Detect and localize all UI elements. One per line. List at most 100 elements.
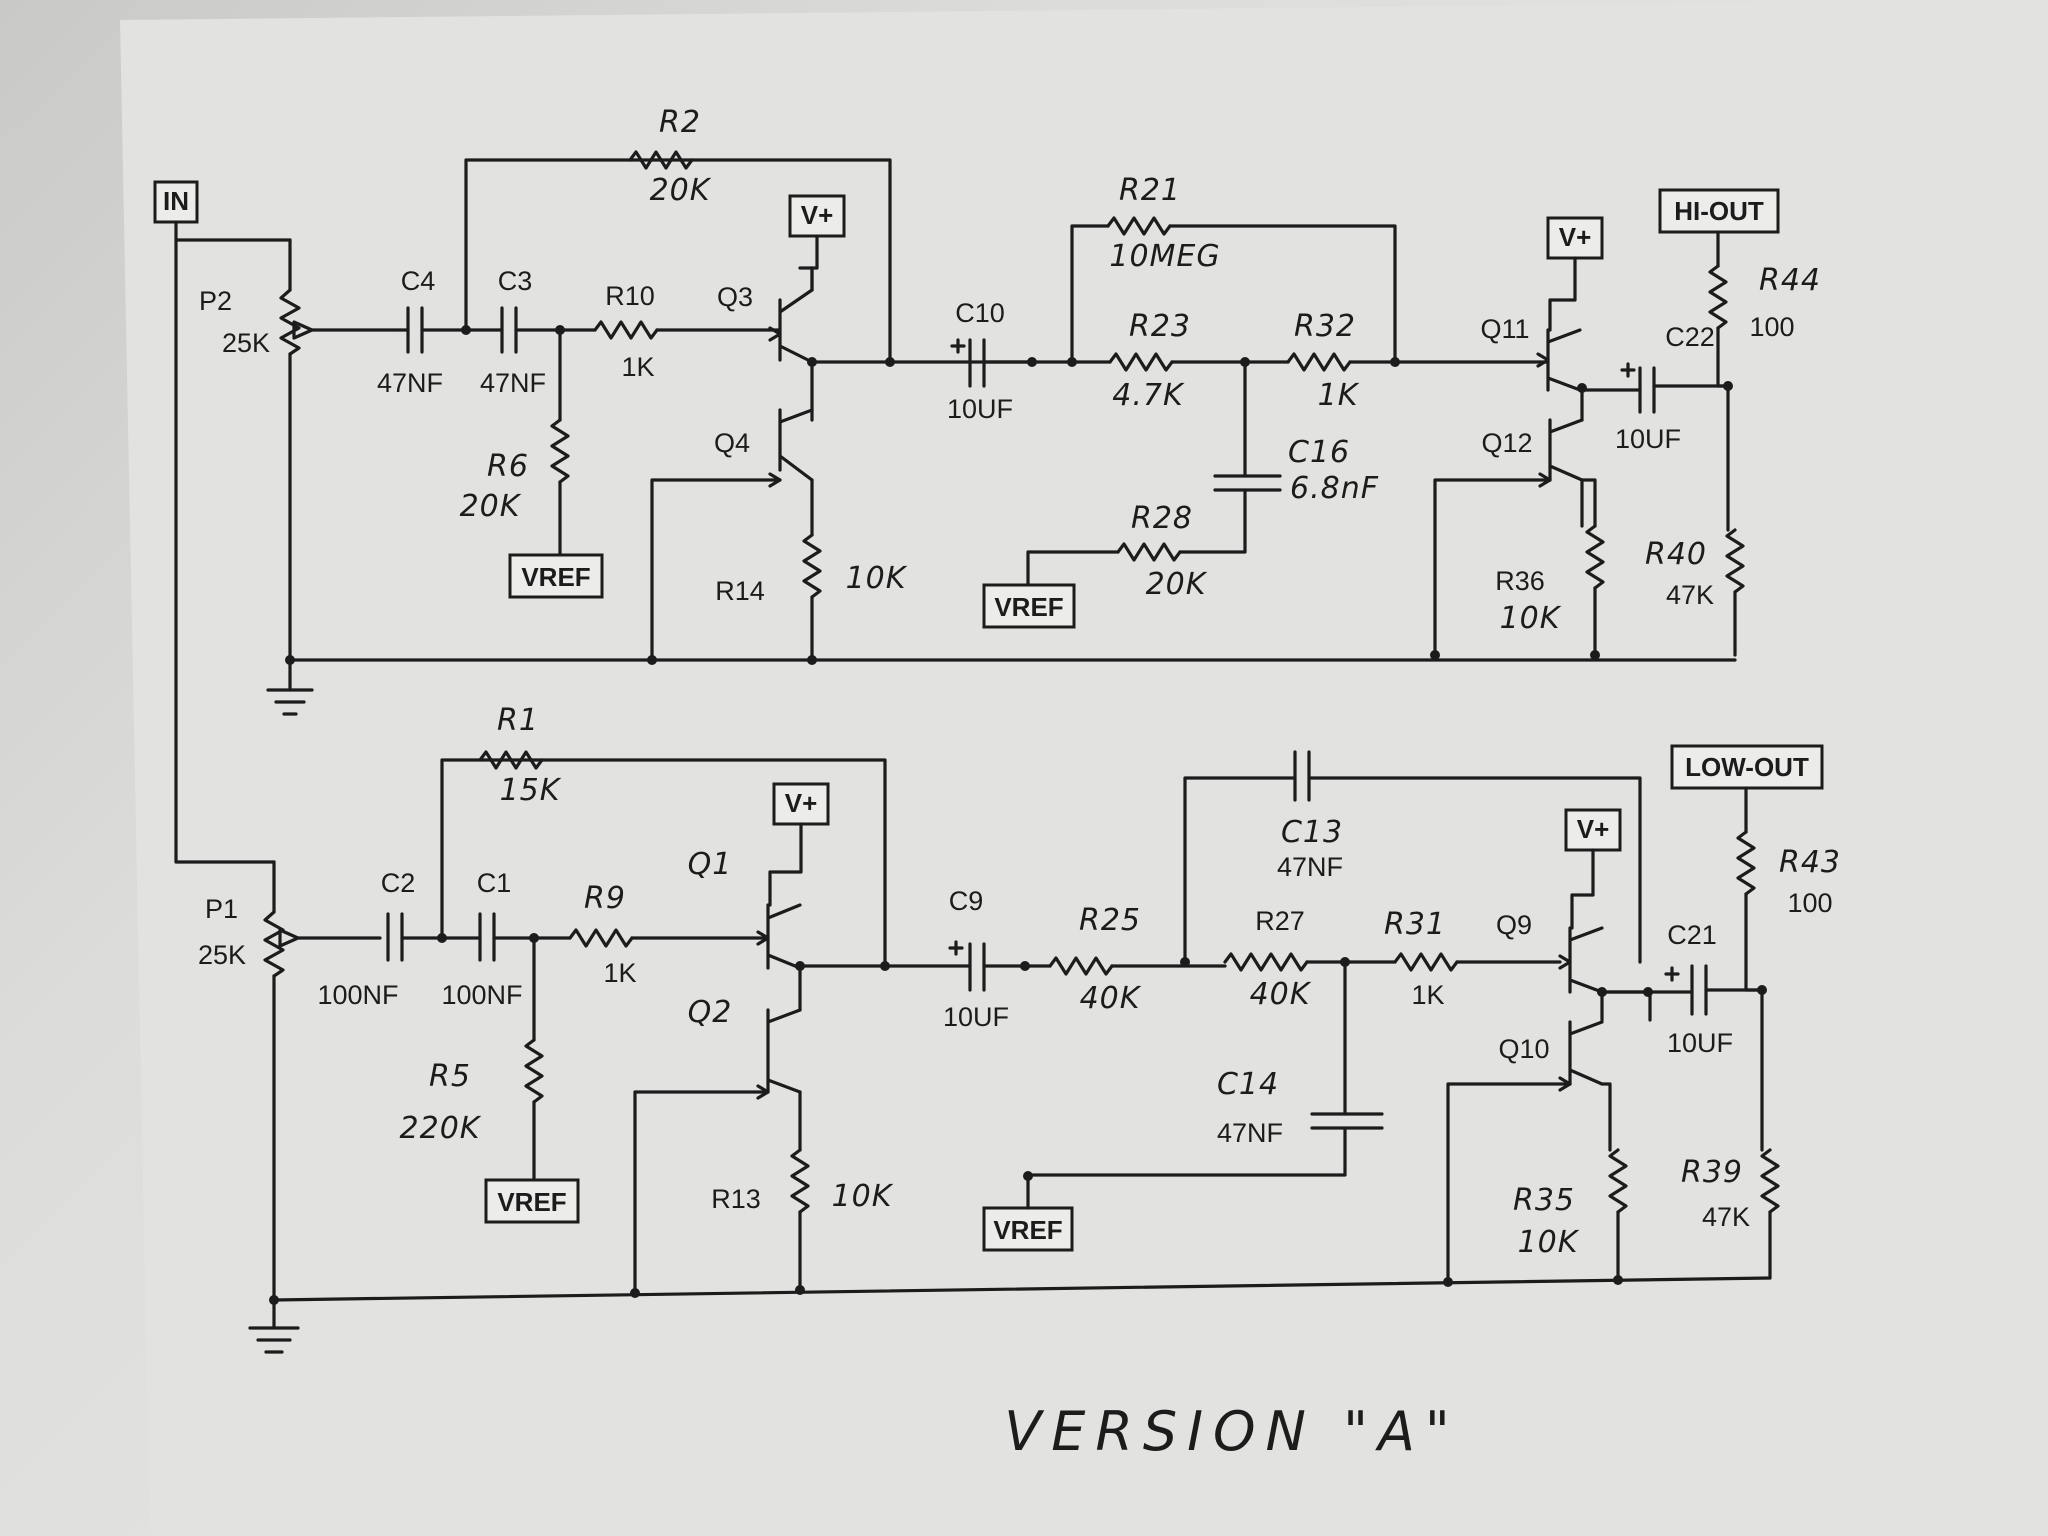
c10-ref: C10 (955, 298, 1005, 328)
r2-value: 20K (650, 173, 712, 208)
r5-resistor: R5 220K (400, 936, 544, 1187)
q1-transistor: Q1 (688, 847, 802, 970)
q4-label: Q4 (714, 428, 750, 458)
r10-ref: R10 (605, 281, 655, 311)
c3-value: 47NF (480, 368, 546, 398)
q9-transistor: Q9 (1496, 910, 1604, 994)
c21-value: 10UF (1667, 1028, 1733, 1058)
r14-resistor: R14 10K (715, 533, 908, 662)
r31-resistor: R31 1K (1384, 907, 1459, 1010)
c10-value: 10UF (947, 394, 1013, 424)
q2-label: Q2 (688, 995, 733, 1030)
vplus-terminal-q11: V+ (1546, 216, 1604, 260)
version-title: VERSION "A" (1004, 1400, 1459, 1463)
r14-ref: R14 (715, 576, 765, 606)
c9-capacitor: C9 10UF (943, 886, 1009, 1032)
r35-ref: R35 (1513, 1183, 1575, 1218)
r21-ref: R21 (1119, 173, 1181, 208)
c9-ref: C9 (949, 886, 984, 916)
c3-capacitor: C3 47NF (480, 266, 546, 398)
c22-capacitor: C22 10UF (1615, 322, 1715, 454)
r5-value: 220K (400, 1111, 482, 1146)
vref-terminal-r28: VREF (982, 583, 1076, 629)
c14-ref: C14 (1217, 1067, 1279, 1102)
r6-value: 20K (460, 489, 522, 524)
r40-resistor: R40 47K (1645, 528, 1745, 657)
r40-value: 47K (1666, 580, 1714, 610)
r9-resistor: R9 1K (568, 881, 637, 988)
q3-transistor: Q3 (717, 266, 814, 364)
r25-value: 40K (1080, 981, 1142, 1016)
r44-resistor: R44 100 (1708, 263, 1820, 342)
p1-ref: P1 (205, 894, 238, 924)
r23-resistor: R23 4.7K (1108, 309, 1190, 413)
r5-ref: R5 (429, 1059, 471, 1094)
p1-potentiometer: P1 25K (198, 860, 300, 1302)
vplus-terminal-q1: V+ (772, 782, 830, 826)
r43-value: 100 (1787, 888, 1832, 918)
vplus-label: V+ (785, 788, 818, 818)
r43-resistor: R43 100 (1736, 830, 1841, 918)
r35-value: 10K (1518, 1225, 1580, 1260)
vref-label: VREF (993, 1215, 1062, 1245)
hi-out-label: HI-OUT (1674, 196, 1764, 226)
vref-label: VREF (521, 562, 590, 592)
vplus-label: V+ (1577, 814, 1610, 844)
vplus-label: V+ (1559, 222, 1592, 252)
r9-value: 1K (603, 958, 636, 988)
r36-ref: R36 (1495, 566, 1545, 596)
p2-value: 25K (222, 328, 270, 358)
vref-label: VREF (994, 592, 1063, 622)
r31-ref: R31 (1384, 907, 1446, 942)
ground-symbol-hi (266, 658, 314, 716)
r39-resistor: R39 47K (1681, 1148, 1780, 1280)
r32-ref: R32 (1294, 309, 1356, 344)
vplus-terminal-q9: V+ (1564, 808, 1622, 852)
r10-value: 1K (621, 352, 654, 382)
r1-value: 15K (500, 773, 562, 808)
p2-ref: P2 (199, 286, 232, 316)
q4-transistor: Q4 (714, 408, 814, 488)
r39-ref: R39 (1681, 1155, 1743, 1190)
q12-transistor: Q12 (1481, 418, 1584, 488)
c4-capacitor: C4 47NF (377, 266, 443, 398)
r6-resistor: R6 20K (460, 328, 570, 562)
r28-ref: R28 (1131, 501, 1193, 536)
r32-resistor: R32 1K (1286, 309, 1359, 413)
c1-capacitor: C1 100NF (441, 868, 522, 1010)
c2-ref: C2 (381, 868, 416, 898)
p1-value: 25K (198, 940, 246, 970)
c2-value: 100NF (317, 980, 398, 1010)
r27-value: 40K (1250, 977, 1312, 1012)
r1-ref: R1 (497, 703, 539, 738)
in-label: IN (163, 186, 189, 216)
c1-value: 100NF (441, 980, 522, 1010)
q12-label: Q12 (1481, 428, 1532, 458)
r43-ref: R43 (1779, 845, 1841, 880)
c14-value: 47NF (1217, 1118, 1283, 1148)
r2-resistor: R2 20K (628, 105, 712, 208)
r40-ref: R40 (1645, 537, 1707, 572)
c4-ref: C4 (401, 266, 436, 296)
r2-ref: R2 (659, 105, 701, 140)
c3-ref: C3 (498, 266, 533, 296)
r13-value: 10K (832, 1179, 894, 1214)
hi-section: IN P2 25K C4 47NF R2 20K (153, 105, 1820, 864)
c13-value: 47NF (1277, 852, 1343, 882)
r21-resistor: R21 10MEG (1106, 173, 1220, 274)
r9-ref: R9 (584, 881, 626, 916)
q1-label: Q1 (688, 847, 733, 882)
r14-value: 10K (846, 561, 908, 596)
r23-value: 4.7K (1112, 378, 1185, 413)
c10-capacitor: C10 10UF (947, 298, 1013, 424)
c2-capacitor: C2 100NF (317, 868, 415, 1010)
c21-ref: C21 (1667, 920, 1717, 950)
r39-value: 47K (1702, 1202, 1750, 1232)
q11-label: Q11 (1480, 314, 1529, 344)
hi-out-terminal: HI-OUT (1658, 188, 1780, 234)
q11-transistor: Q11 (1480, 314, 1582, 392)
c9-value: 10UF (943, 1002, 1009, 1032)
r1-resistor: R1 15K (478, 703, 562, 808)
